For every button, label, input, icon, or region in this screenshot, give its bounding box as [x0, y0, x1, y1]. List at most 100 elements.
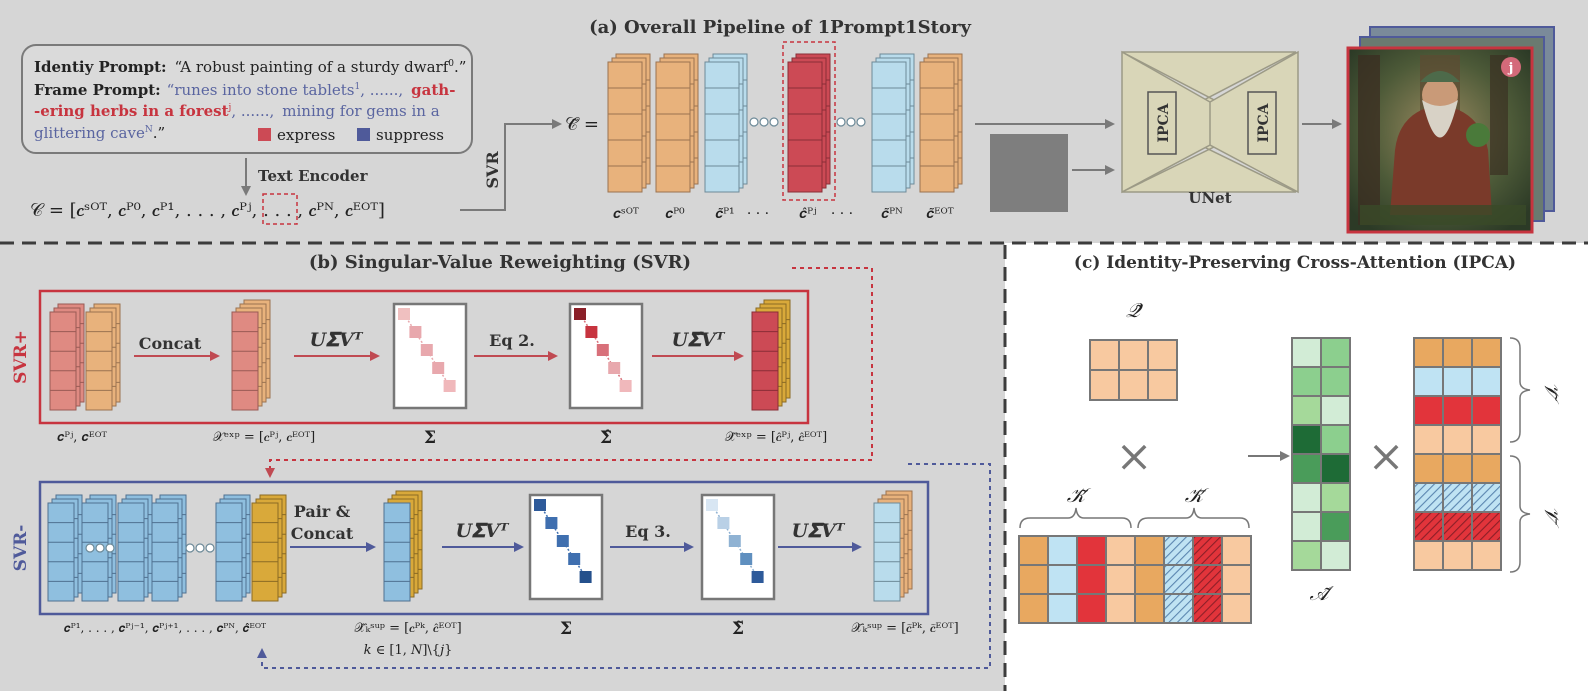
prompt-box — [21, 44, 473, 154]
sigma-hat-cell-0 — [574, 308, 586, 320]
token-stack-0 — [607, 53, 651, 193]
value-cell-7-1 — [1442, 540, 1473, 571]
pair-concat-label-1: Pair & — [294, 502, 351, 521]
sigma-tilde-cell-3 — [740, 552, 753, 565]
svr-minus-eot — [251, 494, 287, 602]
key-cell-1-7 — [1221, 564, 1252, 595]
minus-label-k-range: 𝑘 ∈ [1, 𝑁]\{𝑗} — [364, 643, 453, 658]
svr-stacks — [47, 299, 913, 602]
sigma-plus-cell-1 — [409, 325, 422, 338]
times-symbol-1: × — [1116, 431, 1153, 482]
column-label-1: 𝒄ᴾ⁰ — [665, 206, 685, 222]
svr-plus-input-cpj — [49, 303, 85, 411]
sigma-tilde-cell-1 — [717, 516, 730, 529]
attention-cell-3-1 — [1320, 424, 1351, 455]
sigma-hat-diagonal — [574, 308, 632, 392]
value-cell-4-2 — [1471, 453, 1502, 484]
value-cell-2-0 — [1413, 395, 1444, 426]
frame-prompt-line-3: glittering caveN.” — [34, 124, 165, 142]
k-tilde-brace — [1019, 507, 1132, 529]
value-cell-2-2 — [1471, 395, 1502, 426]
svr-plus-label: SVR+ — [11, 330, 31, 384]
eq2-label: Eq 2. — [489, 331, 535, 350]
value-cell-0-1 — [1442, 337, 1473, 368]
sigma-hat-label: 𝚺̂ — [600, 428, 612, 448]
sigma-minus-cell-3 — [568, 552, 581, 565]
key-cell-0-7 — [1221, 535, 1252, 566]
usvt-label-plus: 𝑼𝚺𝑽ᵀ — [309, 329, 363, 351]
ipca-label-left: IPCA — [1156, 102, 1172, 142]
panel-c-title: (c) Identity-Preserving Cross-Attention … — [1074, 253, 1516, 273]
value-cell-1-1 — [1442, 366, 1473, 397]
value-cell-6-0 — [1413, 511, 1444, 542]
sigma-diagonal-plus — [398, 308, 456, 392]
cpj-highlight — [262, 193, 298, 225]
attention-cell-4-0 — [1291, 453, 1322, 484]
times-symbol-2: × — [1368, 431, 1405, 482]
attention-cell-2-1 — [1320, 395, 1351, 426]
sigma-minus-cell-1 — [545, 516, 558, 529]
key-cell-2-1 — [1047, 593, 1078, 624]
svr-minus-input-0 — [47, 494, 83, 602]
ellipsis-dots-left — [749, 117, 779, 127]
value-cell-3-0 — [1413, 424, 1444, 455]
attention-cell-4-1 — [1320, 453, 1351, 484]
k-bar-brace — [1137, 507, 1250, 529]
svr-label: SVR — [483, 151, 502, 189]
attention-cell-1-0 — [1291, 366, 1322, 397]
frame-prompt-line-1: Frame Prompt:“runes into stone tablets1,… — [34, 81, 455, 99]
ipca-box-right — [1247, 91, 1277, 155]
value-cell-3-1 — [1442, 424, 1473, 455]
column-label-7: 𝒄̃ᴱᴼᵀ — [926, 206, 953, 222]
key-cell-0-0 — [1018, 535, 1049, 566]
token-stack-5 — [919, 53, 963, 193]
sigma-plus-cell-3 — [432, 361, 445, 374]
query-cell-1-0 — [1089, 369, 1120, 401]
token-stack-2 — [704, 53, 748, 193]
v-bar-brace — [1509, 455, 1531, 573]
key-cell-1-2 — [1076, 564, 1107, 595]
query-cell-0-0 — [1089, 339, 1120, 371]
value-cell-6-1 — [1442, 511, 1473, 542]
sigma-diagonal-minus — [534, 499, 592, 583]
key-cell-1-3 — [1105, 564, 1136, 595]
key-cell-0-6 — [1192, 535, 1223, 566]
value-cell-5-2 — [1471, 482, 1502, 513]
attention-cell-5-0 — [1291, 482, 1322, 513]
svr-minus-output — [873, 490, 913, 602]
key-cell-2-7 — [1221, 593, 1252, 624]
attention-cell-6-1 — [1320, 511, 1351, 542]
attention-cell-7-0 — [1291, 540, 1322, 571]
key-cell-0-4 — [1134, 535, 1165, 566]
value-matrix — [1413, 337, 1502, 571]
value-cell-0-2 — [1471, 337, 1502, 368]
sigma-minus-cell-0 — [534, 499, 546, 511]
query-cell-0-1 — [1118, 339, 1149, 371]
panel-a-title: (a) Overall Pipeline of 1Prompt1Story — [589, 17, 971, 38]
ellipsis-dots-right — [836, 117, 866, 127]
plus-label-xexp: 𝒳ᵉˣᵖ = [𝒄ᴾʲ, 𝒄ᴱᴼᵀ] — [213, 430, 315, 445]
value-cell-7-2 — [1471, 540, 1502, 571]
token-embedding-stacks — [607, 53, 963, 193]
legend-express-label: express — [277, 126, 335, 144]
sigma-hat-cell-4 — [619, 379, 632, 392]
column-label-0: 𝒄ˢᴼᵀ — [613, 206, 639, 222]
key-cell-1-1 — [1047, 564, 1078, 595]
value-cell-2-1 — [1442, 395, 1473, 426]
frame-badge-label: j — [1508, 61, 1514, 76]
pair-concat-label-2: Concat — [291, 524, 354, 543]
key-cell-2-5 — [1163, 593, 1194, 624]
unet-label: UNet — [1188, 189, 1231, 207]
column-label-5: · · · — [831, 206, 853, 222]
concat-label: Concat — [139, 334, 202, 353]
query-cell-0-2 — [1147, 339, 1178, 371]
legend-suppress-swatch — [357, 128, 370, 141]
key-cell-0-2 — [1076, 535, 1107, 566]
usvt-hat-label: 𝑼𝚺̂𝑽ᵀ — [671, 329, 725, 351]
svr-minus-label: SVR- — [11, 525, 31, 572]
svr-plus-output — [751, 299, 791, 411]
noise-latent — [990, 134, 1068, 212]
attention-cell-1-1 — [1320, 366, 1351, 397]
